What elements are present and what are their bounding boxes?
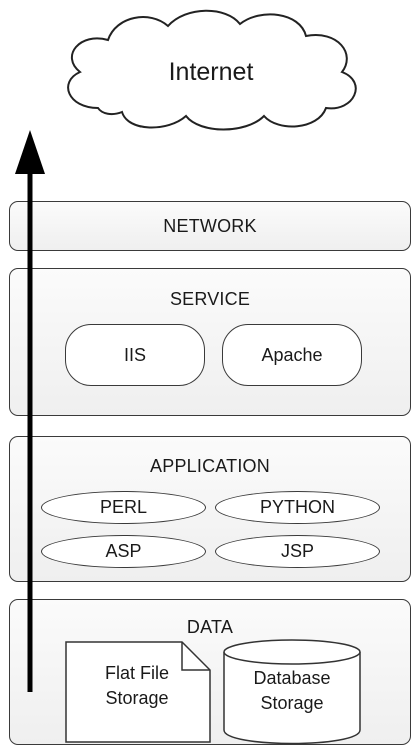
network-layer-title: NETWORK xyxy=(163,216,257,236)
service-layer: SERVICE IIS Apache xyxy=(9,268,411,416)
apache-label: Apache xyxy=(261,344,323,365)
iis-label: IIS xyxy=(123,344,146,365)
database-icon xyxy=(223,639,361,745)
python-label: PYTHON xyxy=(259,497,335,517)
apache-box: Apache xyxy=(222,324,362,386)
python-oval: PYTHON xyxy=(215,491,380,524)
application-layer-title: APPLICATION xyxy=(150,456,270,476)
jsp-label: JSP xyxy=(280,541,314,561)
database-label-line2: Storage xyxy=(260,693,324,713)
network-layer: NETWORK xyxy=(9,201,411,251)
up-arrow-icon xyxy=(15,130,45,692)
flat-file-label-line2: Storage xyxy=(105,688,169,708)
asp-oval: ASP xyxy=(41,535,206,568)
jsp-oval: JSP xyxy=(215,535,380,568)
application-layer: APPLICATION PERL PYTHON ASP JSP xyxy=(9,436,411,582)
flat-file-label-line1: Flat File xyxy=(104,663,169,683)
database-label-line1: Database xyxy=(253,668,331,688)
perl-label: PERL xyxy=(99,497,148,517)
data-layer: DATA Flat File Storage Database Storage xyxy=(9,599,411,745)
iis-box: IIS xyxy=(65,324,205,386)
asp-label: ASP xyxy=(105,541,142,561)
perl-oval: PERL xyxy=(41,491,206,524)
service-layer-title: SERVICE xyxy=(169,289,251,309)
internet-cloud xyxy=(67,9,357,131)
internet-label: Internet xyxy=(168,58,254,86)
flat-file-icon xyxy=(65,641,211,743)
data-layer-title: DATA xyxy=(186,617,234,637)
